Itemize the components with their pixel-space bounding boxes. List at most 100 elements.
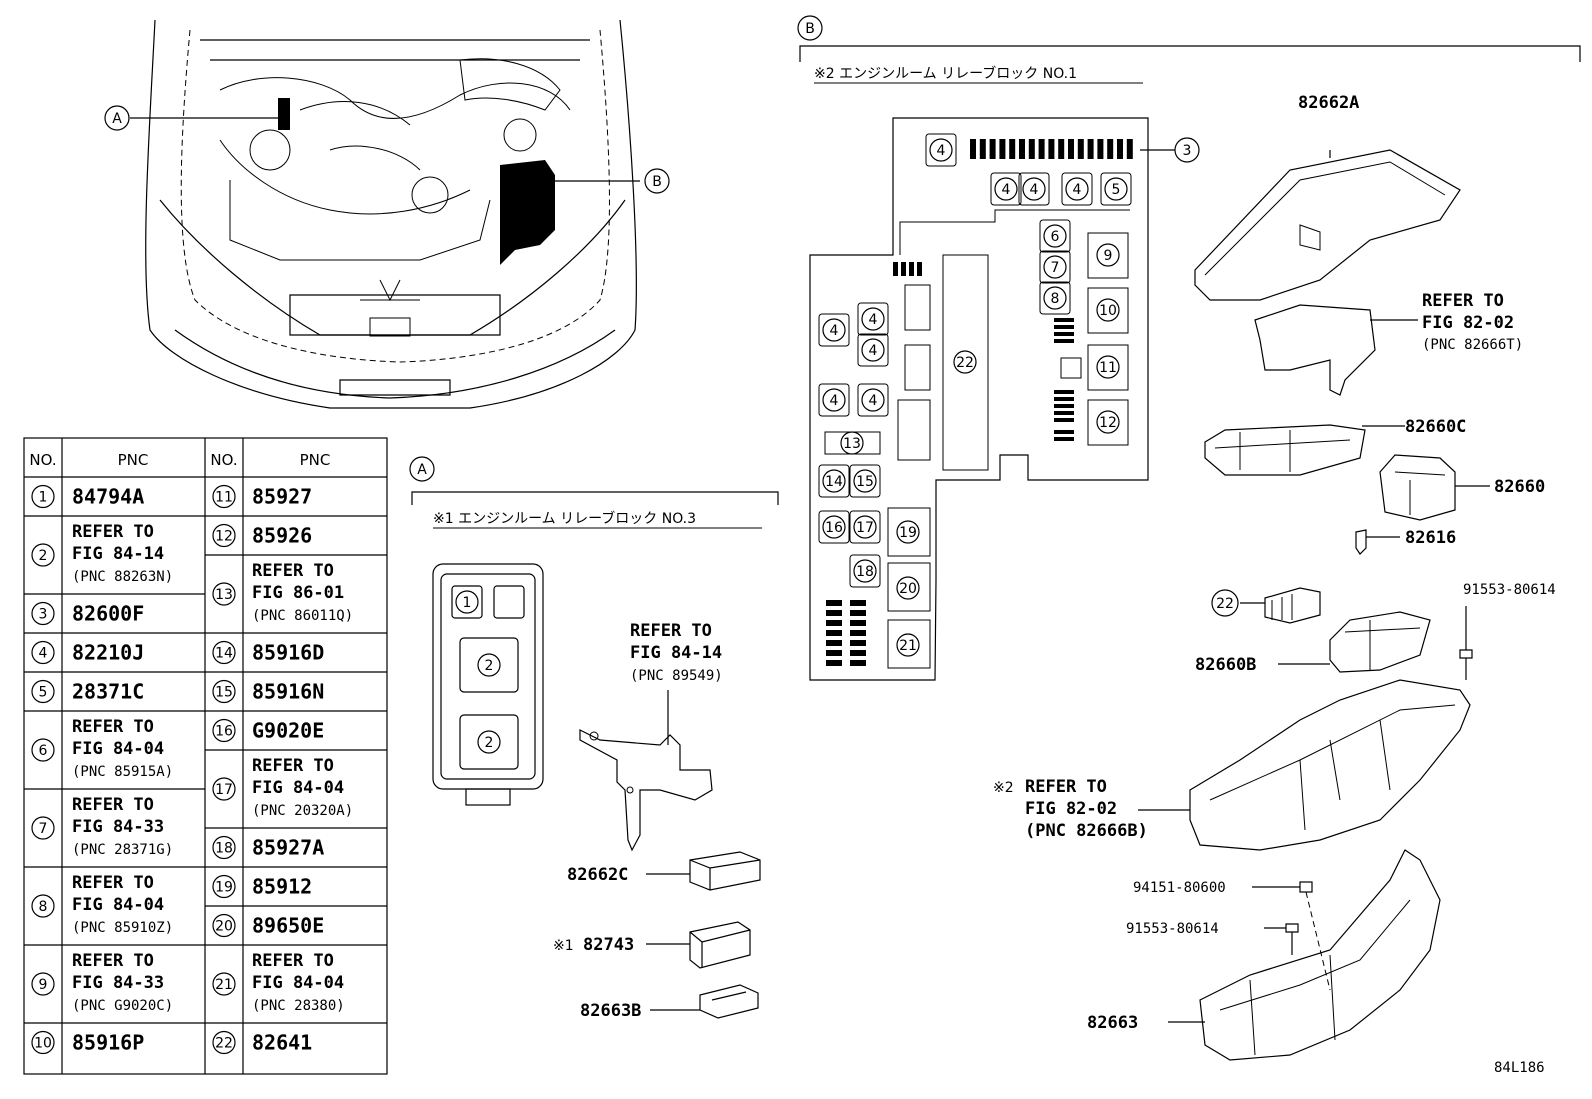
table-pnc-line: (PNC 28380) xyxy=(252,998,345,1014)
bottom-case-82663 xyxy=(1199,849,1441,1061)
block-a-callout-text: 2 xyxy=(485,658,494,674)
figure-code: 84L186 xyxy=(1494,1060,1545,1076)
block-b-callout xyxy=(822,318,846,342)
refer-82666B-l3: (PNC 82666B) xyxy=(1025,821,1148,841)
relay-82662C xyxy=(689,851,761,891)
label-82662C: 82662C xyxy=(567,865,628,885)
table-no-circle xyxy=(212,1030,236,1055)
table-pnc-line: (PNC 28371G) xyxy=(72,842,173,858)
table-pnc-line: REFER TO xyxy=(252,756,334,776)
table-pnc: 85927A xyxy=(252,836,324,860)
table-no: 16 xyxy=(215,724,233,740)
table-no: 13 xyxy=(215,587,233,603)
block-b-callout xyxy=(822,515,846,539)
table-pnc-line: FIG 84-04 xyxy=(252,778,344,798)
bolt-91553-2 xyxy=(1285,923,1299,955)
bracket-part xyxy=(579,729,713,852)
table-pnc: G9020E xyxy=(252,719,324,743)
section-a-title: ※1 エンジンルーム リレーブロック NO.3 xyxy=(433,510,696,527)
table-no-circle xyxy=(212,523,236,548)
block-b-callout-text: 21 xyxy=(899,638,917,654)
block-b-callout xyxy=(896,576,920,600)
block-b-callout xyxy=(861,388,885,412)
nut-94151 xyxy=(1299,881,1313,893)
fuse-82641 xyxy=(1264,587,1321,624)
label-82616: 82616 xyxy=(1405,528,1456,548)
block-a-callout xyxy=(477,730,501,754)
refer-89549-l3: (PNC 89549) xyxy=(630,668,723,684)
table-no: 3 xyxy=(39,607,48,623)
block-b-callout-text: 5 xyxy=(1112,182,1121,198)
table-pnc-line: FIG 84-33 xyxy=(72,817,164,837)
table-pnc-line: (PNC 86011Q) xyxy=(252,608,353,624)
clip-82616 xyxy=(1355,529,1367,555)
table-pnc: 85916D xyxy=(252,641,324,665)
label-82660B: 82660B xyxy=(1195,655,1256,675)
table-pnc-line: (PNC 85915A) xyxy=(72,764,173,780)
table-no: 20 xyxy=(215,919,233,935)
label-mark1: ※1 xyxy=(553,938,574,954)
refer-82666B-l1: REFER TO xyxy=(1025,777,1107,797)
block-b-callout xyxy=(822,469,846,493)
table-pnc-line: (PNC 88263N) xyxy=(72,569,173,585)
block-b-callout-text: 12 xyxy=(1099,415,1117,431)
block-b-callout xyxy=(1104,177,1128,201)
table-pnc: 82641 xyxy=(252,1031,312,1055)
block-b-callout-text: 14 xyxy=(825,474,843,490)
block-b-callout-text: 4 xyxy=(830,323,839,339)
block-a-callout xyxy=(477,653,501,677)
block-b-callout xyxy=(1065,177,1089,201)
refer-82666T-l3: (PNC 82666T) xyxy=(1422,337,1523,353)
block-b-callout-text: 4 xyxy=(937,143,946,159)
refer-89549-l2: FIG 84-14 xyxy=(630,643,722,663)
col-no-right: NO. xyxy=(210,451,237,469)
marker-a-section: A xyxy=(409,456,435,482)
table-pnc-line: (PNC 85910Z) xyxy=(72,920,173,936)
block-b-callout-text: 18 xyxy=(856,564,874,580)
table-no: 19 xyxy=(215,880,233,896)
refer-82666T-l2: FIG 82-02 xyxy=(1422,313,1514,333)
block-b-callout-text: 4 xyxy=(869,343,878,359)
label-82662A: 82662A xyxy=(1298,93,1359,113)
table-no: 10 xyxy=(34,1036,52,1052)
block-b-callout-text: 17 xyxy=(856,520,874,536)
table-pnc-line: FIG 84-33 xyxy=(72,973,164,993)
table-no-circle xyxy=(31,1030,55,1055)
table-pnc-line: REFER TO xyxy=(72,717,154,737)
table-no-circle xyxy=(212,679,236,704)
table-pnc-line: FIG 86-01 xyxy=(252,583,344,603)
block-b-callout xyxy=(953,350,977,374)
block-b-callout-text: 15 xyxy=(856,474,874,490)
table-no-circle xyxy=(212,640,236,665)
table-pnc: 89650E xyxy=(252,914,324,938)
block-b-callout-text: 20 xyxy=(899,581,917,597)
table-no: 6 xyxy=(39,743,48,759)
table-no-circle xyxy=(212,777,236,801)
block-a-callout-text: 2 xyxy=(485,735,494,751)
engine-bay-illustration xyxy=(130,19,640,409)
cover-82743 xyxy=(689,921,751,969)
table-no: 9 xyxy=(39,977,48,993)
block-b-callout xyxy=(1096,410,1120,434)
label-82663B: 82663B xyxy=(580,1001,641,1021)
relay-block-no3: 1 2 2 xyxy=(432,563,544,806)
block-b-callout xyxy=(1043,255,1067,279)
col-pnc-right: PNC xyxy=(300,451,331,469)
table-pnc-line: REFER TO xyxy=(72,951,154,971)
block-b-callout-text: 19 xyxy=(899,525,917,541)
table-pnc-line: REFER TO xyxy=(72,795,154,815)
table-pnc: 28371C xyxy=(72,680,144,704)
block-b-callout-text: 4 xyxy=(869,393,878,409)
marker-a-text: A xyxy=(112,111,122,127)
table-pnc: 85912 xyxy=(252,875,312,899)
refer-82666B-l2: FIG 82-02 xyxy=(1025,799,1117,819)
label-82660C: 82660C xyxy=(1405,417,1466,437)
marker-b-section-text: B xyxy=(805,21,815,37)
table-no-circle xyxy=(212,484,236,509)
table-no: 4 xyxy=(39,646,48,662)
block-a-callout-text: 1 xyxy=(463,595,472,611)
table-no-circle xyxy=(212,582,236,606)
block-b-callout-text: 11 xyxy=(1099,360,1117,376)
